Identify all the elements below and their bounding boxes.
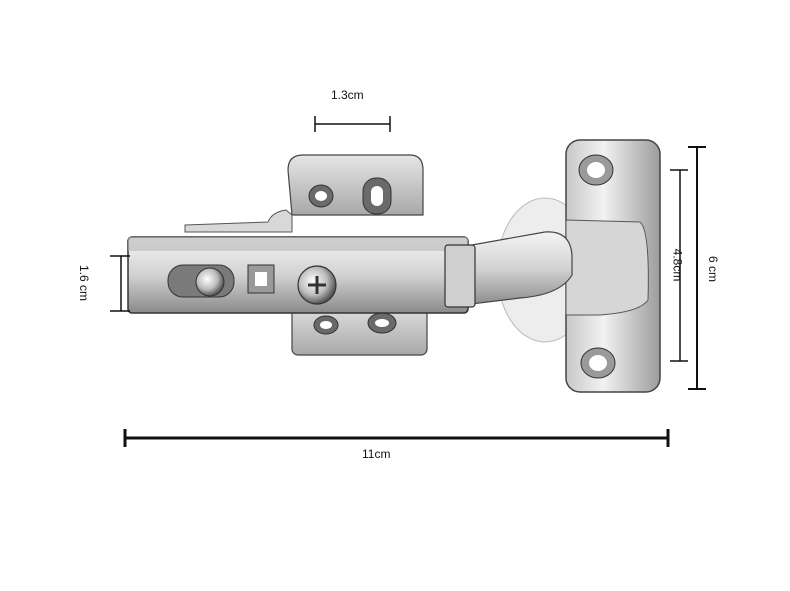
adjustment-screw-icon: [195, 267, 225, 297]
plate-height-label: 6 cm: [706, 255, 721, 283]
hinge-arm: [127, 236, 476, 314]
hole-spacing-label: 1.3cm: [331, 88, 364, 102]
link-arm: [454, 231, 573, 307]
mounting-hole-spacing-label: 4.8cm: [670, 248, 685, 282]
arm-height-label: 1.6 cm: [77, 264, 92, 302]
door-plate: [565, 139, 661, 393]
dimension-lines: [110, 116, 706, 447]
overall-length-label: 11cm: [362, 447, 391, 461]
